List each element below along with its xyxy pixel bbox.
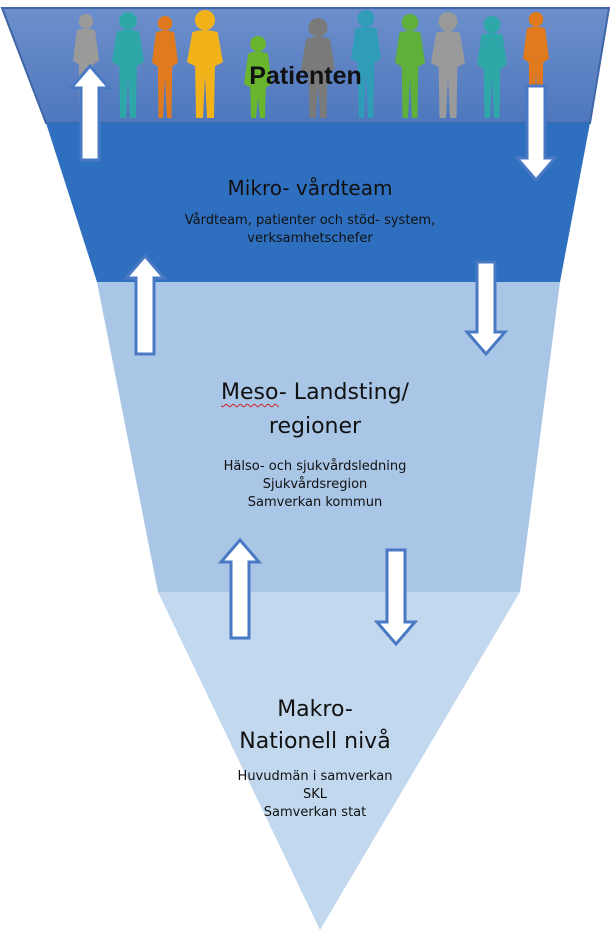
level-makro-body-line: SKL — [302, 787, 328, 802]
arrow-down-meso-right-icon — [373, 548, 419, 647]
person-silhouette-head — [308, 18, 328, 38]
person-silhouette-body — [244, 51, 272, 118]
arrows-group — [67, 63, 559, 647]
person-silhouette-body — [152, 30, 178, 119]
arrow-down-mikro-right-icon — [463, 260, 509, 357]
level-mikro-title: Mikro- vårdteam — [227, 176, 393, 200]
person-silhouette-head — [78, 14, 94, 29]
person-silhouette-head — [401, 14, 419, 31]
level-band-mikro — [46, 123, 590, 282]
arrow-up-mikro-left-icon — [122, 253, 168, 356]
person-silhouette-head — [250, 36, 266, 52]
level-meso-body-line: Sjukvårdsregion — [262, 477, 368, 492]
level-meso-title-rest: - Landsting/ — [278, 380, 409, 405]
person-silhouette-head — [528, 12, 544, 27]
level-makro-body-line: Huvudmän i samverkan — [237, 769, 393, 784]
person-silhouette-head — [438, 12, 458, 32]
person-silhouette-body — [112, 29, 144, 119]
arrow-down-patient-right-icon — [513, 84, 559, 183]
level-band-meso — [97, 282, 560, 592]
patient-banner-label: Patienten — [249, 62, 362, 90]
level-makro-title-line-2: Nationell nivå — [239, 729, 391, 754]
level-meso-body-line: Hälso- och sjukvårdsledning — [223, 459, 407, 474]
level-mikro-body-line: Vårdteam, patienter och stöd- system, — [184, 213, 436, 228]
level-meso-body-line: Samverkan kommun — [247, 495, 383, 510]
level-meso: Meso- Landsting/ regioner Hälso- och sju… — [180, 376, 450, 512]
person-silhouette-head — [119, 11, 137, 30]
arrow-up-meso-left-icon — [217, 537, 263, 640]
level-makro: Makro- Nationell nivå Huvudmän i samverk… — [200, 694, 430, 822]
level-meso-title-line-2: regioner — [268, 414, 362, 439]
person-silhouette-head — [483, 16, 501, 33]
level-mikro: Mikro- vårdteam Vårdteam, patienter och … — [130, 174, 490, 248]
person-silhouette-body — [301, 37, 335, 118]
level-band-makro — [158, 592, 520, 930]
person-silhouette-head — [194, 10, 216, 31]
person-silhouette-head — [357, 10, 375, 27]
level-makro-body-line: Samverkan stat — [263, 805, 367, 820]
level-makro-title-line-1: Makro- — [277, 697, 353, 722]
arrow-up-patient-left-icon — [67, 63, 113, 162]
person-silhouette-head — [157, 16, 173, 31]
level-meso-title-part: Meso — [221, 380, 279, 405]
person-silhouette-body — [395, 30, 425, 118]
person-silhouette-body — [351, 26, 381, 118]
person-silhouette-body — [431, 31, 465, 118]
person-silhouette-body — [477, 32, 507, 118]
person-silhouette-body — [187, 30, 223, 118]
level-meso-title-line-1: Meso- Landsting/ — [180, 376, 450, 410]
level-mikro-body-line: verksamhetschefer — [247, 231, 373, 246]
